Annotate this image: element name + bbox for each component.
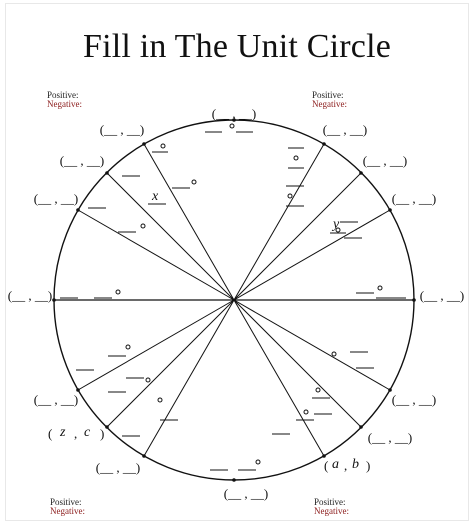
coord-330: (__ , __) (392, 392, 436, 407)
handwritten-a: a (332, 457, 339, 472)
radius-45 (233, 172, 362, 301)
coord-30: (__ , __) (392, 191, 436, 206)
point-0 (412, 298, 416, 302)
positive-label: Positive: (312, 90, 344, 100)
point-45 (359, 171, 363, 175)
radius-225 (106, 299, 235, 428)
coord-120: (__ , __) (100, 122, 144, 137)
radius-330 (233, 299, 391, 391)
handwritten-z: z (59, 425, 66, 440)
radius-135 (106, 172, 235, 301)
comma-ab: , (344, 458, 347, 473)
handwritten-y: y (331, 217, 340, 232)
radius-315 (233, 299, 362, 428)
coord-270: (__ , __) (224, 486, 268, 501)
coord-135: (__ , __) (60, 153, 104, 168)
point-315 (359, 425, 363, 429)
handwritten-b: b (352, 457, 359, 472)
coord-210: (__ , __) (34, 392, 78, 407)
radius-120 (143, 143, 235, 301)
quadrant-label-top-right: Positive: Negative: (312, 91, 347, 109)
quadrant-label-bottom-left: Positive: Negative: (50, 498, 85, 516)
handwritten-c: c (84, 425, 91, 440)
point-150 (76, 208, 80, 212)
point-60 (322, 142, 326, 146)
negative-label: Negative: (50, 506, 85, 516)
radius-150 (77, 209, 235, 301)
coord-60: (__ , __) (323, 122, 367, 137)
paren-open-zc: ( (48, 426, 52, 441)
handwritten-x: x (151, 189, 159, 204)
angle-blanks (60, 123, 406, 471)
point-30 (388, 208, 392, 212)
radius-210 (77, 299, 235, 391)
circle-points (52, 118, 416, 482)
quadrant-label-bottom-right: Positive: Negative: (314, 498, 349, 516)
coord-240: (__ , __) (96, 460, 140, 475)
positive-label: Positive: (314, 497, 346, 507)
point-225 (105, 425, 109, 429)
point-180 (52, 298, 56, 302)
paren-open-ab: ( (324, 458, 328, 473)
coord-180: (__ , __) (8, 288, 52, 303)
paren-close-ab: ) (366, 458, 370, 473)
positive-label: Positive: (50, 497, 82, 507)
point-90 (232, 118, 236, 122)
quadrant-label-top-left: Positive: Negative: (47, 91, 82, 109)
radial-lines (77, 143, 391, 457)
coord-315: (__ , __) (368, 430, 412, 445)
radius-240 (143, 299, 235, 457)
point-210 (76, 388, 80, 392)
coord-0: (__ , __) (420, 288, 464, 303)
worksheet-page (6, 4, 468, 520)
comma-zc: , (74, 426, 77, 441)
paren-close-zc: ) (100, 426, 104, 441)
coord-90: (__ , __) (212, 106, 256, 121)
page-title: Fill in The Unit Circle (82, 28, 392, 65)
coordinate-blanks: (__ , __) (__ , __) (__ , __) (__ , __) … (8, 106, 464, 501)
point-330 (388, 388, 392, 392)
point-300 (322, 454, 326, 458)
negative-label: Negative: (314, 506, 349, 516)
positive-label: Positive: (47, 90, 79, 100)
radius-30 (233, 209, 391, 301)
point-270 (232, 478, 236, 482)
radius-60 (233, 143, 325, 301)
negative-label: Negative: (47, 99, 82, 109)
negative-label: Negative: (312, 99, 347, 109)
coord-45: (__ , __) (363, 153, 407, 168)
point-240 (142, 454, 146, 458)
radius-300 (233, 299, 325, 457)
point-120 (142, 142, 146, 146)
coord-150: (__ , __) (34, 191, 78, 206)
point-135 (105, 171, 109, 175)
